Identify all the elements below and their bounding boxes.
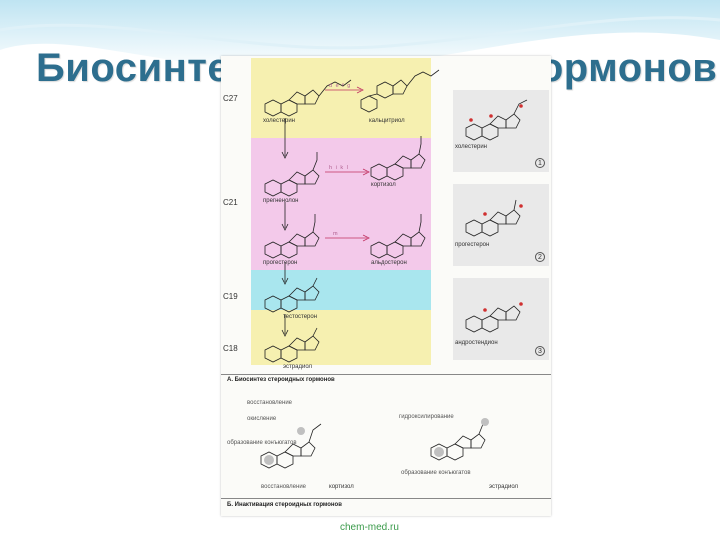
mol-progesterone: прогестерон <box>263 260 298 266</box>
lower-left-label-1: восстановление <box>247 400 293 406</box>
carbon-label-c21: C21 <box>223 198 238 207</box>
caption-b: Б. Инактивация стероидных гормонов <box>227 502 342 508</box>
mol-calcitriol: кальцитриол <box>369 118 405 124</box>
biosynthesis-figure: C27 C21 C19 C18 <box>221 56 551 516</box>
side-mol-androstenedione: андростендион <box>455 340 498 346</box>
lower-right-label-2: образование конъюгатов <box>401 470 471 476</box>
mol-aldosterone: альдостерон <box>371 260 407 266</box>
carbon-label-c19: C19 <box>223 292 238 301</box>
enzyme-label-defg: d e f g <box>329 83 352 89</box>
section-divider <box>221 374 551 375</box>
side-mol-cholesterol: холестерин <box>455 144 487 150</box>
lower-left-label-2: окисление <box>247 416 277 422</box>
lower-left-label-3: образование конъюгатов <box>227 440 297 446</box>
header-wave-decoration <box>0 0 720 71</box>
caption-a: А. Биосинтез стероидных гормонов <box>227 377 335 383</box>
mol-cortisol: кортизол <box>371 182 396 188</box>
side-panel-2 <box>453 184 549 266</box>
lower-right-label-1: гидроксилирование <box>399 414 454 420</box>
mol-cholesterol: холестерин <box>263 118 295 124</box>
lower-right-molecule: эстрадиол <box>489 484 519 490</box>
panel-number-2: 2 <box>535 252 545 262</box>
side-panel-1 <box>453 90 549 172</box>
side-mol-progesterone: прогестерон <box>455 242 490 248</box>
carbon-label-c18: C18 <box>223 344 238 353</box>
mol-estradiol: эстрадиол <box>283 364 313 370</box>
enzyme-label-m: m <box>333 231 339 237</box>
enzyme-label-hikl: h i k l <box>329 165 349 171</box>
carbon-label-c27: C27 <box>223 94 238 103</box>
side-panel-3 <box>453 278 549 360</box>
c27-band <box>251 58 431 138</box>
section-divider-2 <box>221 498 551 499</box>
panel-number-1: 1 <box>535 158 545 168</box>
mol-testosterone: тестостерон <box>283 314 318 320</box>
source-link[interactable]: chem-med.ru <box>340 522 399 533</box>
lower-left-molecule: кортизол <box>329 484 354 490</box>
panel-number-3: 3 <box>535 346 545 356</box>
lower-left-label-4: восстановление <box>261 484 307 490</box>
mol-pregnenolone: прегненолон <box>263 198 299 204</box>
steroid-structures <box>260 69 528 469</box>
